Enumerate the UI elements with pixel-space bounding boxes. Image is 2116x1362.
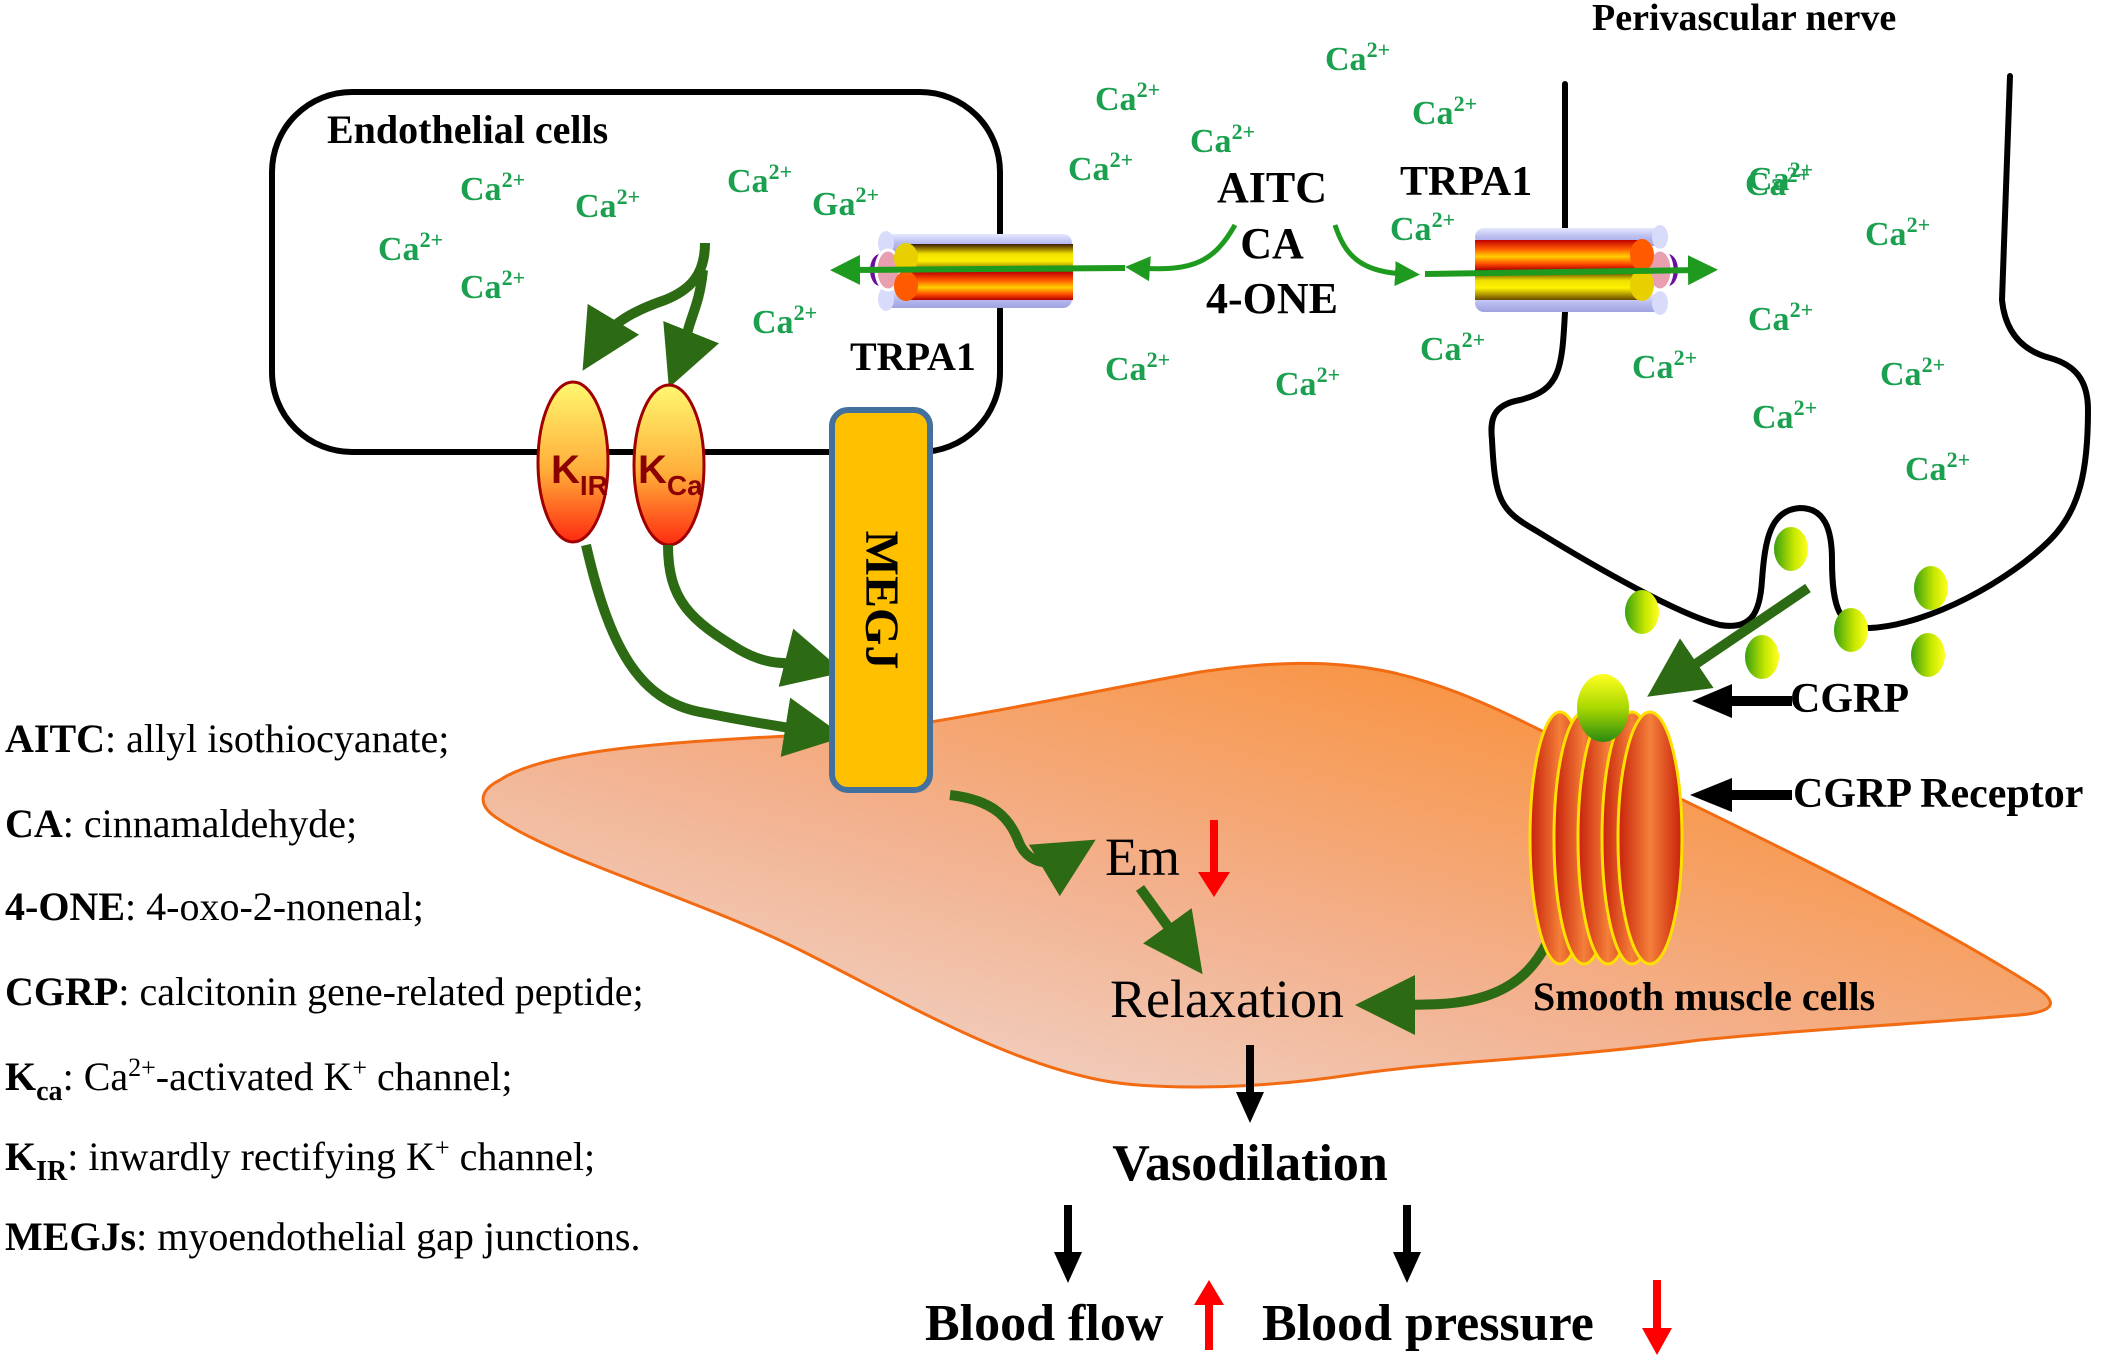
calcium-ion-label: Ca2+ xyxy=(1748,157,1813,198)
calcium-ions: Ca2+Ca2+Ca2+Ca2+Ca2+Ga2+Ca2+Ca2+Ca2+Ca2+… xyxy=(378,37,1970,488)
calcium-ion-label: Ca2+ xyxy=(1068,147,1133,188)
kca-channel: KCa xyxy=(632,383,706,547)
legend-entry: MEGJs: myoendothelial gap junctions. xyxy=(5,1214,641,1259)
agonist-arrow-left xyxy=(1125,223,1238,282)
calcium-ion-label: Ca2+ xyxy=(1390,207,1455,248)
cgrp-molecule xyxy=(1774,527,1808,571)
kir-channel: KIR xyxy=(536,380,610,544)
cgrp-receptor xyxy=(1528,710,1684,966)
em-label: Em xyxy=(1105,827,1180,887)
blood-flow-label: Blood flow xyxy=(925,1295,1164,1352)
blood-flow-increase-arrow xyxy=(1194,1280,1224,1350)
cgrp-molecules xyxy=(1625,527,1948,679)
calcium-ion-label: Ca2+ xyxy=(1105,347,1170,388)
perivascular-nerve-label: Perivascular nerve xyxy=(1592,0,1896,39)
relaxation-label: Relaxation xyxy=(1110,969,1344,1029)
perivascular-nerve xyxy=(1488,73,2092,632)
vasodilation-label: Vasodilation xyxy=(1112,1135,1388,1192)
calcium-ion-label: Ca2+ xyxy=(1905,447,1970,488)
calcium-ion-label: Ca2+ xyxy=(460,265,525,306)
blood-pressure-label: Blood pressure xyxy=(1262,1295,1594,1352)
legend-entry: CA: cinnamaldehyde; xyxy=(5,801,357,846)
calcium-ion-label: Ca2+ xyxy=(1275,362,1340,403)
calcium-ion-label: Ca2+ xyxy=(1752,395,1817,436)
legend-entry: AITC: allyl isothiocyanate; xyxy=(5,716,449,761)
bound-cgrp-molecule xyxy=(1577,674,1629,742)
agonist-arrow-right xyxy=(1332,224,1420,287)
calcium-ion-label: Ca2+ xyxy=(1190,119,1255,160)
calcium-ion-label: Ca2+ xyxy=(1865,212,1930,253)
calcium-ion-label: Ca2+ xyxy=(1880,352,1945,393)
legend-entry: KIR: inwardly rectifying K+ channel; xyxy=(5,1133,595,1187)
calcium-ion-label: Ca2+ xyxy=(1325,37,1390,78)
calcium-ion-label: Ca2+ xyxy=(1748,297,1813,338)
kca-label: KCa xyxy=(638,448,703,501)
vasodilation-to-blood-pressure-arrow xyxy=(1393,1205,1421,1283)
calcium-ion-label: Ca2+ xyxy=(460,167,525,208)
agonist-aitc: AITC xyxy=(1217,163,1327,212)
cgrp-molecule xyxy=(1914,566,1948,610)
cgrp-receptor-label: CGRP Receptor xyxy=(1793,771,2083,817)
blood-pressure-decrease-arrow xyxy=(1642,1280,1672,1355)
em-to-relaxation-arrow xyxy=(1135,885,1203,975)
cgrp-molecule xyxy=(1834,608,1868,652)
cgrp-receptor-pointer-arrow xyxy=(1690,778,1792,812)
calcium-ion-label: Ca2+ xyxy=(1420,327,1485,368)
calcium-ion-label: Ca2+ xyxy=(752,300,817,341)
legend-entry: Kca: Ca2+-activated K+ channel; xyxy=(5,1053,513,1107)
cgrp-molecule xyxy=(1911,633,1945,677)
megj-to-em-arrow xyxy=(949,790,1096,897)
em-decrease-arrow xyxy=(1198,820,1230,897)
calcium-ion-label: Ca2+ xyxy=(1745,162,1810,203)
megj-label: MEGJ xyxy=(855,531,908,670)
cgrp-label: CGRP xyxy=(1790,676,1909,722)
relaxation-to-vasodilation-arrow xyxy=(1236,1045,1264,1123)
cgrp-molecule xyxy=(1745,635,1779,679)
calcium-ion-label: Ca2+ xyxy=(378,227,443,268)
calcium-influx-arrow-left xyxy=(830,254,1126,285)
calcium-ion-label: Ca2+ xyxy=(1412,91,1477,132)
calcium-ion-label: Ca2+ xyxy=(575,184,640,225)
calcium-influx-arrow-right xyxy=(1424,255,1718,286)
cgrp-release-arrow xyxy=(1647,583,1811,697)
calcium-signal-arrow-kir xyxy=(582,242,710,371)
smooth-muscle-cells-label: Smooth muscle cells xyxy=(1533,974,1875,1019)
trpa1-left-label: TRPA1 xyxy=(850,334,976,379)
endothelial-cells-label: Endothelial cells xyxy=(327,107,608,152)
abbreviation-legend: AITC: allyl isothiocyanate; CA: cinnamald… xyxy=(5,716,644,1259)
trpa1-right-label: TRPA1 xyxy=(1400,159,1532,205)
calcium-ion-label: Ca2+ xyxy=(727,159,792,200)
agonist-ca: CA xyxy=(1240,219,1304,268)
agonist-4-one: 4-ONE xyxy=(1206,274,1338,323)
calcium-ion-label: Ga2+ xyxy=(812,182,879,223)
legend-entry: 4-ONE: 4-oxo-2-nonenal; xyxy=(5,884,424,929)
megj-junction: MEGJ xyxy=(829,407,933,793)
cgrp-molecule xyxy=(1625,590,1659,634)
kir-label: KIR xyxy=(551,448,608,501)
kca-to-megj-arrow xyxy=(663,544,845,687)
calcium-signal-arrow-kca xyxy=(663,269,719,388)
calcium-ion-label: Ca2+ xyxy=(1095,77,1160,118)
calcium-ion-label: Ca2+ xyxy=(1632,345,1697,386)
cgrp-pointer-arrow xyxy=(1692,684,1792,718)
kir-to-megj-arrow xyxy=(581,543,845,757)
vasodilation-to-blood-flow-arrow xyxy=(1054,1205,1082,1283)
legend-entry: CGRP: calcitonin gene-related peptide; xyxy=(5,969,644,1014)
